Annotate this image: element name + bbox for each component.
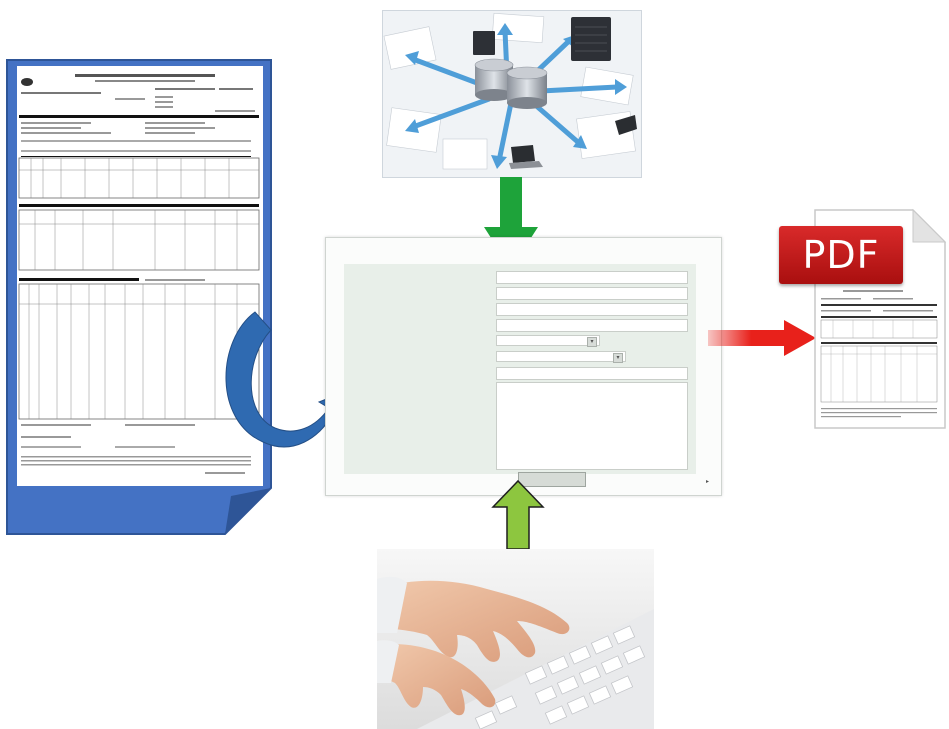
required-note bbox=[352, 460, 354, 466]
chevron-down-icon: ▾ bbox=[613, 353, 623, 363]
form-row bbox=[344, 270, 696, 284]
form-row bbox=[344, 318, 696, 332]
submit-button[interactable] bbox=[518, 472, 586, 487]
form-row bbox=[344, 302, 696, 316]
text-field[interactable] bbox=[496, 319, 688, 332]
form-field-label bbox=[352, 304, 354, 310]
scroll-indicator-icon[interactable]: ▸ bbox=[705, 479, 709, 485]
text-field[interactable] bbox=[496, 303, 688, 316]
form-panel: ▾ ▾ bbox=[344, 264, 696, 487]
form-field-label bbox=[352, 320, 354, 326]
database-network-image bbox=[382, 10, 642, 178]
form-row: ▾ bbox=[344, 334, 696, 348]
form-field-label bbox=[352, 288, 354, 294]
select-field[interactable]: ▾ bbox=[496, 351, 626, 363]
form-field-label bbox=[352, 352, 354, 358]
textarea-field[interactable] bbox=[496, 382, 688, 470]
arrow-up-green bbox=[491, 479, 545, 550]
pdf-badge: PDF bbox=[779, 226, 903, 284]
text-field[interactable] bbox=[496, 271, 688, 284]
keyboard-typing-photo bbox=[377, 549, 654, 729]
web-form-window: ▾ ▾ ▸ bbox=[325, 237, 722, 496]
arrow-right-red bbox=[708, 320, 816, 356]
form-field-label bbox=[352, 272, 354, 278]
text-field[interactable] bbox=[496, 367, 688, 380]
chevron-down-icon: ▾ bbox=[587, 337, 597, 347]
form-row: ▾ bbox=[344, 350, 696, 364]
text-field[interactable] bbox=[496, 287, 688, 300]
select-field[interactable]: ▾ bbox=[496, 335, 600, 347]
pdf-file-icon: PDF bbox=[779, 208, 947, 430]
form-field-label bbox=[352, 336, 354, 342]
form-row bbox=[344, 366, 696, 380]
form-row bbox=[344, 286, 696, 300]
form-field-label bbox=[352, 368, 354, 374]
scanned-form-document bbox=[5, 58, 273, 536]
form-title bbox=[334, 244, 336, 251]
